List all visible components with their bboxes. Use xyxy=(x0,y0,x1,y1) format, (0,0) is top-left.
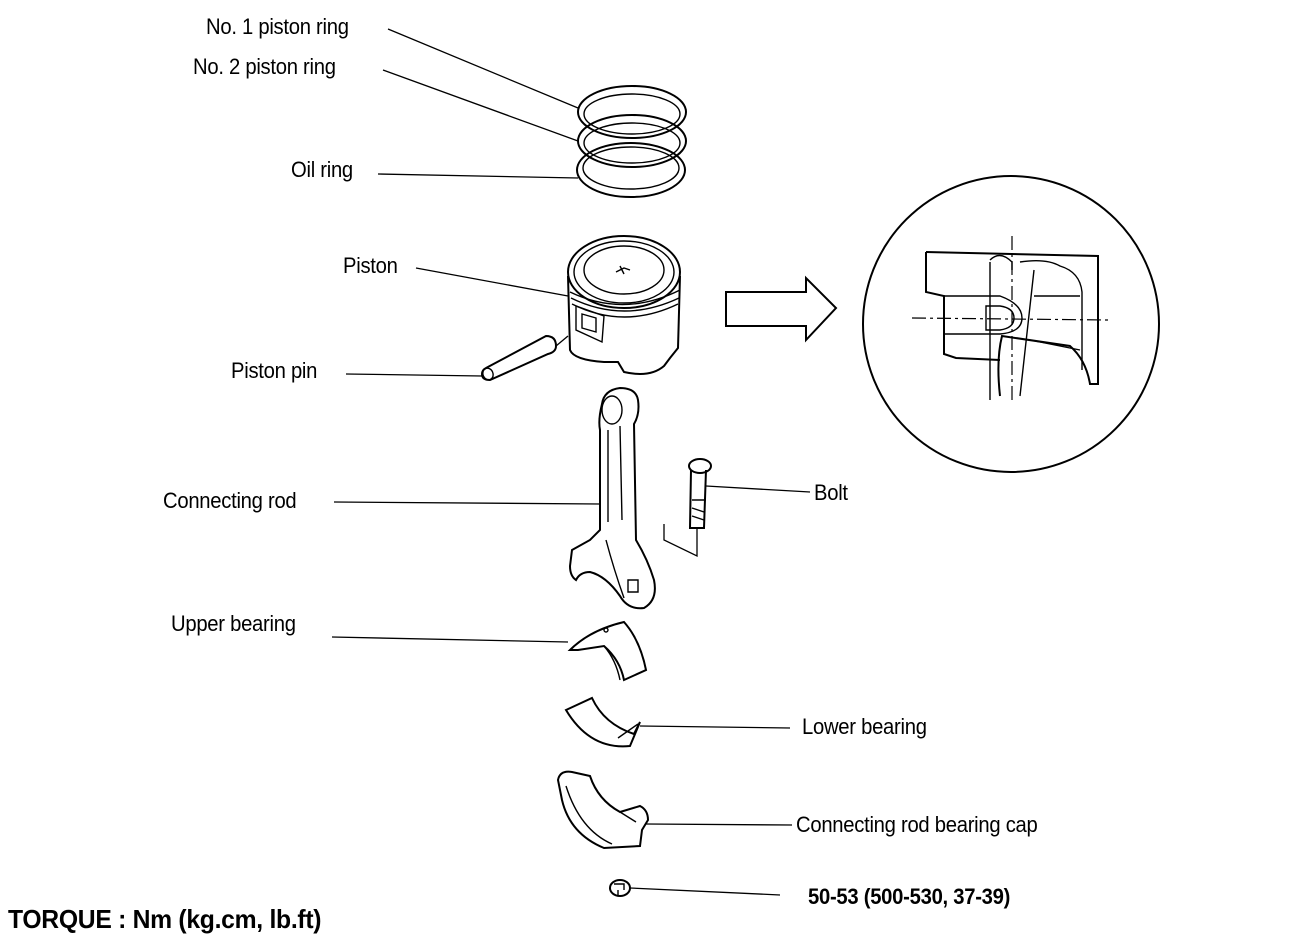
torque-title: TORQUE : Nm (kg.cm, lb.ft) xyxy=(8,904,322,934)
piston-illustration xyxy=(567,235,681,375)
leader-lower-bearing xyxy=(639,725,791,729)
label-connecting-rod: Connecting rod xyxy=(163,488,297,513)
leader-no1-piston-ring xyxy=(387,28,579,109)
upper-bearing-illustration xyxy=(567,620,648,682)
torque-value-nut: 50-53 (500-530, 37-39) xyxy=(808,884,1011,909)
oil-ring-shape xyxy=(576,142,686,198)
nut-illustration xyxy=(609,879,631,897)
label-no2-piston-ring: No. 2 piston ring xyxy=(193,54,336,79)
bolt-illustration xyxy=(663,458,712,558)
label-no1-piston-ring: No. 1 piston ring xyxy=(206,14,349,39)
leader-bearing-cap xyxy=(645,823,793,826)
no1-piston-ring-shape xyxy=(577,85,687,139)
arrow-right-icon xyxy=(725,275,838,343)
lower-bearing-illustration xyxy=(564,696,641,748)
detail-circle xyxy=(862,175,1160,473)
label-piston-pin: Piston pin xyxy=(231,358,318,383)
no2-piston-ring-shape xyxy=(577,114,687,168)
label-piston: Piston xyxy=(343,253,398,278)
leader-connecting-rod xyxy=(333,501,601,505)
piston-pin-illustration xyxy=(480,334,569,382)
detail-view xyxy=(862,175,1160,473)
leader-piston xyxy=(415,267,569,297)
connecting-rod-illustration xyxy=(568,386,656,610)
label-lower-bearing: Lower bearing xyxy=(802,714,927,739)
piston-rings-illustration xyxy=(576,85,687,198)
leader-bolt xyxy=(705,485,811,493)
label-bolt: Bolt xyxy=(814,480,848,505)
leader-piston-pin xyxy=(345,373,483,377)
leader-no2-piston-ring xyxy=(382,69,579,142)
label-bearing-cap: Connecting rod bearing cap xyxy=(796,812,1038,837)
bearing-cap-illustration xyxy=(556,770,650,850)
label-oil-ring: Oil ring xyxy=(291,157,353,182)
leader-lines xyxy=(331,28,811,896)
leader-nut xyxy=(629,887,781,896)
leader-upper-bearing xyxy=(331,636,569,643)
leader-oil-ring xyxy=(377,173,579,179)
label-upper-bearing: Upper bearing xyxy=(171,611,296,636)
